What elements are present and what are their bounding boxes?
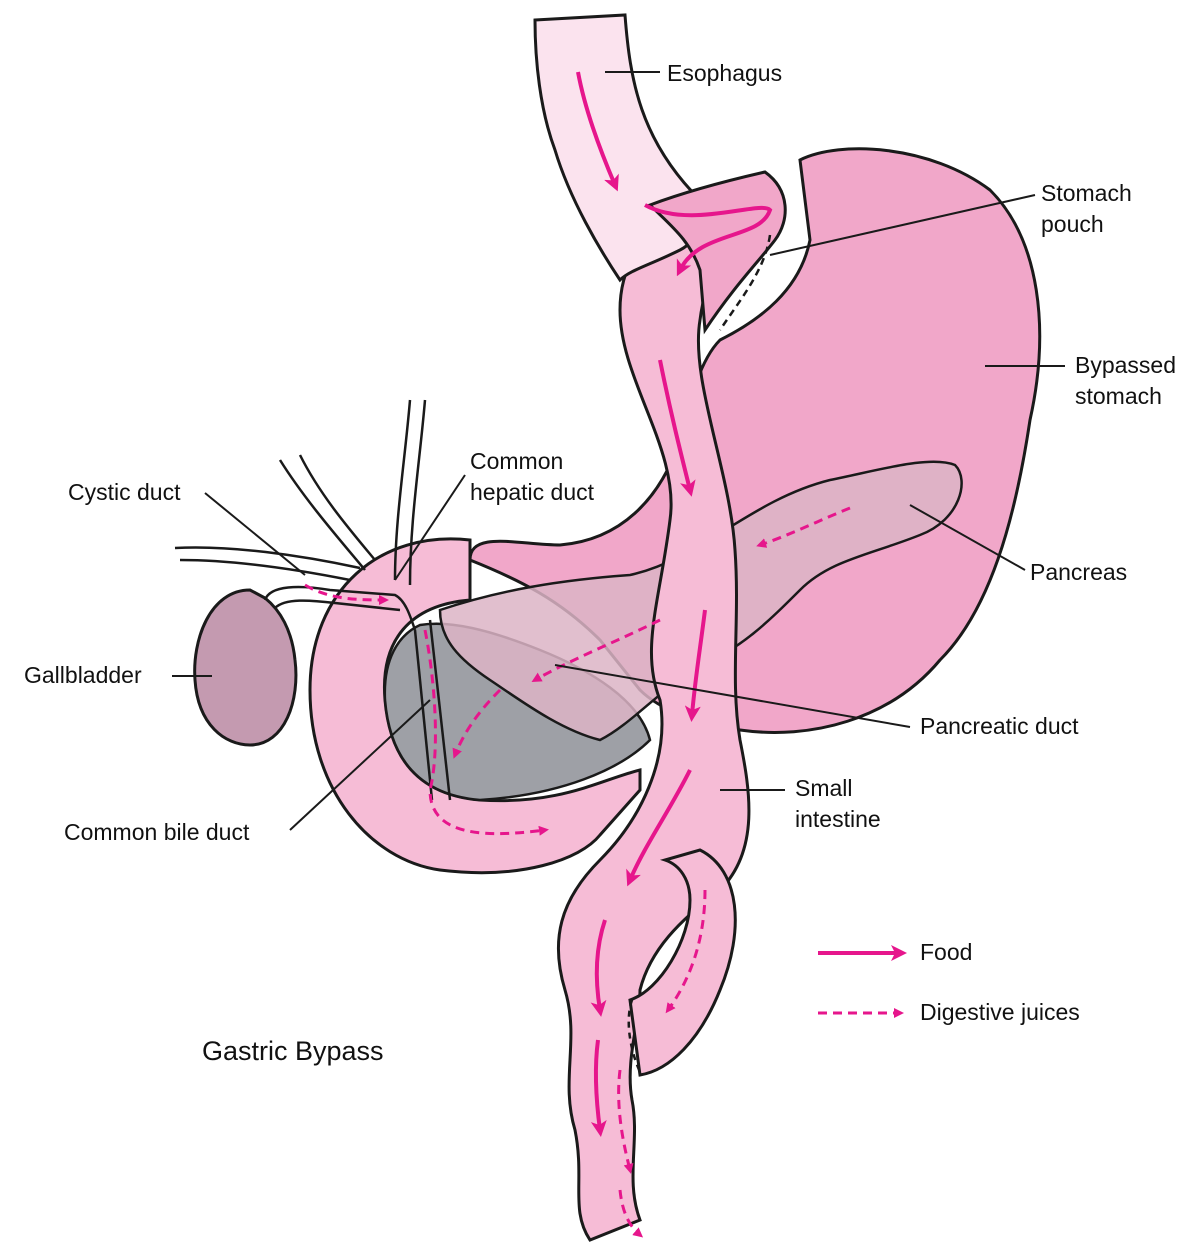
label-stomach-pouch: Stomach pouch bbox=[1041, 180, 1132, 237]
legend-swatches bbox=[818, 945, 907, 1018]
food-arrow bbox=[576, 71, 619, 192]
anastomosis-seam bbox=[627, 999, 642, 1073]
food-arrow bbox=[590, 1039, 607, 1137]
small-intestine bbox=[556, 196, 779, 1242]
food-arrow bbox=[644, 203, 773, 277]
label-esophagus: Esophagus bbox=[667, 60, 783, 86]
label-cystic-duct: Cystic duct bbox=[68, 479, 181, 505]
label-pancreatic-duct: Pancreatic duct bbox=[920, 713, 1079, 739]
diagram-title: Gastric Bypass bbox=[202, 1036, 384, 1066]
label-common-hepatic-duct: Common hepatic duct bbox=[470, 448, 595, 505]
label-bypassed-stomach: Bypassed stomach bbox=[1075, 352, 1177, 409]
juice-arrow bbox=[452, 688, 502, 759]
label-common-bile-duct: Common bile duct bbox=[64, 819, 250, 845]
stomach-pouch bbox=[647, 170, 787, 335]
juice-arrow bbox=[665, 889, 707, 1014]
legend-juices-label: Digestive juices bbox=[920, 999, 1080, 1025]
gallbladder bbox=[193, 588, 298, 747]
food-arrow bbox=[626, 769, 692, 887]
label-gallbladder: Gallbladder bbox=[24, 662, 142, 688]
juice-arrow bbox=[423, 629, 549, 836]
juice-arrow bbox=[756, 506, 851, 548]
juice-arrows bbox=[304, 506, 851, 1238]
label-pancreas: Pancreas bbox=[1030, 559, 1128, 585]
legend-food-label: Food bbox=[920, 939, 973, 965]
juice-arrow bbox=[617, 1069, 634, 1174]
food-arrow bbox=[684, 609, 707, 722]
food-arrow bbox=[658, 359, 696, 497]
leader-lines bbox=[172, 71, 1065, 831]
staple-line bbox=[718, 234, 772, 331]
juice-arrow bbox=[304, 583, 389, 605]
juice-arrow bbox=[618, 1189, 644, 1238]
juice-arrow bbox=[531, 618, 661, 682]
esophagus bbox=[533, 13, 706, 283]
bile-ducts bbox=[174, 399, 452, 801]
food-arrows bbox=[576, 71, 773, 1137]
label-small-intestine: Small intestine bbox=[795, 775, 881, 832]
food-arrow bbox=[590, 919, 607, 1017]
biliopancreatic-limb bbox=[628, 848, 737, 1077]
